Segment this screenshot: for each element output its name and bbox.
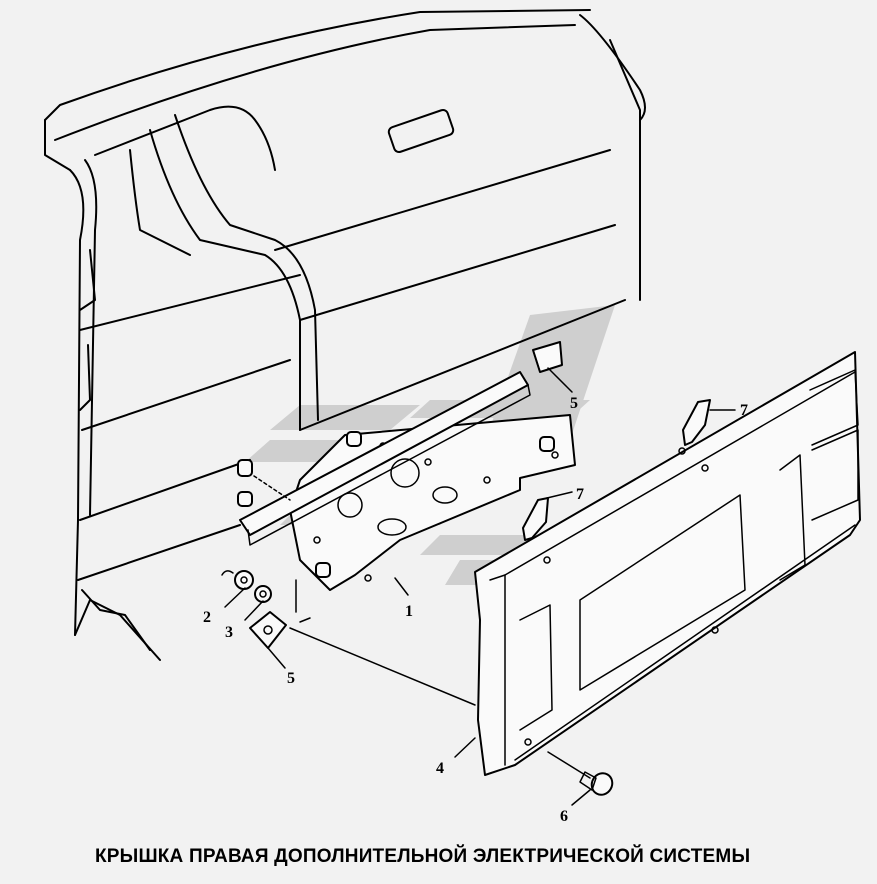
callout-4: 4 [436,760,444,777]
side-cover-part-4 [474,351,861,776]
callout-leaders [224,367,736,806]
callout-3: 3 [225,624,233,641]
clip-nut-lower [249,611,287,649]
clamp-part-7 [522,399,711,541]
diagram-caption: КРЫШКА ПРАВАЯ ДОПОЛНИТЕЛЬНОЙ ЭЛЕКТРИЧЕСК… [95,846,751,867]
callout-7-lower: 7 [576,486,584,503]
callout-5-lower: 5 [287,670,295,687]
callout-2: 2 [203,609,211,626]
cab-body-panel [44,9,646,661]
mounting-rail [239,371,531,546]
callout-6: 6 [560,808,568,825]
callout-1: 1 [405,603,413,620]
studs [237,431,555,578]
clip-nut-upper [532,341,563,373]
callout-5-upper: 5 [570,395,578,412]
washer-part-2 [221,570,254,590]
assembly-lines [289,579,476,706]
nut-part-3 [254,585,272,603]
callout-7-upper: 7 [740,402,748,419]
bolt-part-6 [547,751,614,796]
